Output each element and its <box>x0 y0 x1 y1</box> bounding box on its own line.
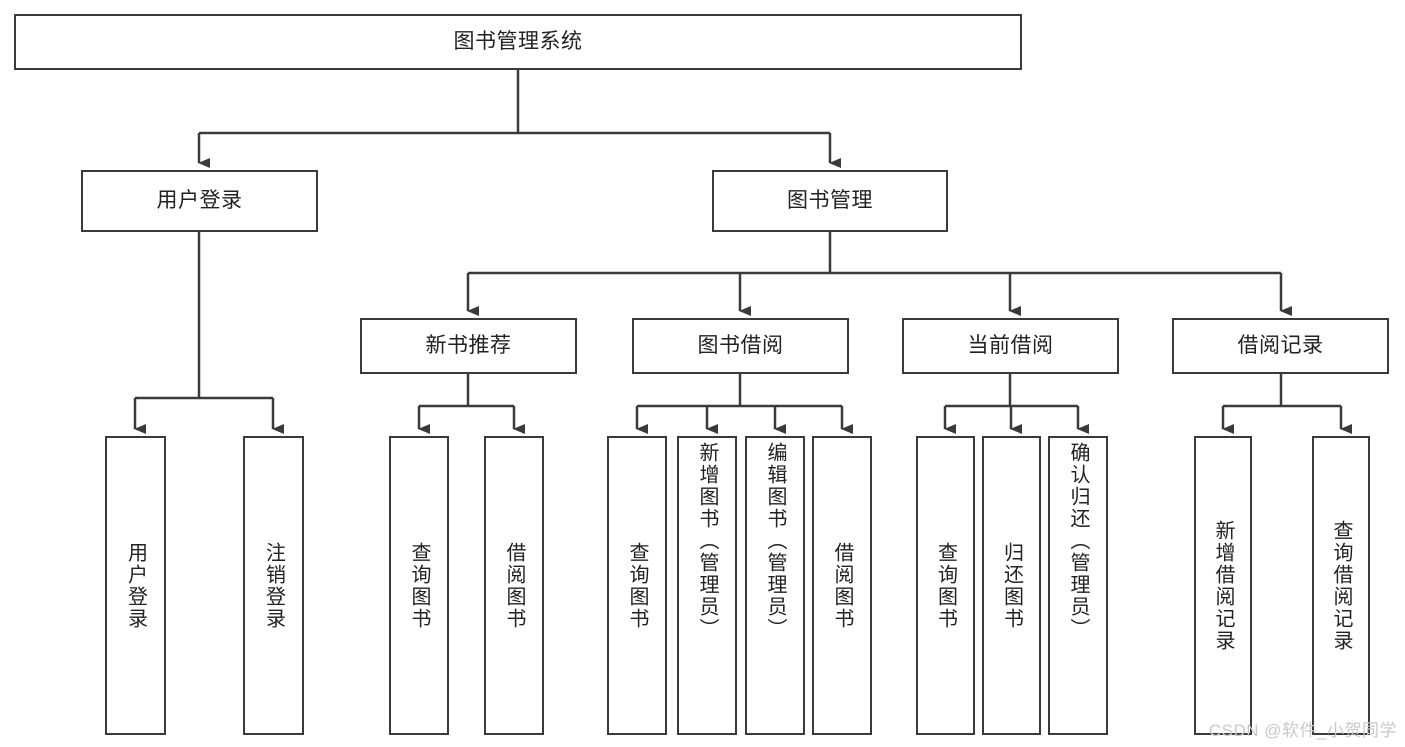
leaf-book-borrow-4-label: 借阅图书 <box>831 541 853 630</box>
leaf-new-book-2[interactable]: 借阅图书 <box>484 436 544 735</box>
leaf-borrow-record-1-label: 新增借阅记录 <box>1212 519 1234 652</box>
leaf-book-borrow-1-label: 查询图书 <box>626 541 648 630</box>
node-current-borrow-label: 当前借阅 <box>967 333 1054 357</box>
leaf-borrow-record-1[interactable]: 新增借阅记录 <box>1194 436 1252 735</box>
node-root[interactable]: 图书管理系统 <box>14 14 1022 70</box>
leaf-borrow-record-2-label: 查询借阅记录 <box>1330 519 1352 652</box>
leaf-user-login-1-label: 用户登录 <box>124 541 147 630</box>
node-book-borrow[interactable]: 图书借阅 <box>632 318 849 374</box>
leaf-current-borrow-2-label: 归还图书 <box>1000 541 1023 630</box>
node-book-manage-label: 图书管理 <box>787 188 873 212</box>
node-new-book-recommend[interactable]: 新书推荐 <box>360 318 577 374</box>
node-root-label: 图书管理系统 <box>453 29 583 53</box>
leaf-new-book-1-label: 查询图书 <box>408 541 430 630</box>
leaf-book-borrow-2[interactable]: 新增图书（管理员） <box>677 436 737 735</box>
node-user-login-label: 用户登录 <box>156 188 243 212</box>
leaf-book-borrow-3[interactable]: 编辑图书（管理员） <box>745 436 805 735</box>
leaf-new-book-2-label: 借阅图书 <box>503 541 525 630</box>
leaf-user-login-2-label: 注销登录 <box>262 541 285 630</box>
node-user-login[interactable]: 用户登录 <box>81 170 318 232</box>
leaf-book-borrow-3-label: 编辑图书（管理员） <box>764 442 786 640</box>
node-book-borrow-label: 图书借阅 <box>697 333 784 357</box>
leaf-borrow-record-2[interactable]: 查询借阅记录 <box>1312 436 1370 735</box>
node-new-book-recommend-label: 新书推荐 <box>425 333 512 357</box>
leaf-user-login-2[interactable]: 注销登录 <box>243 436 304 735</box>
leaf-current-borrow-1-label: 查询图书 <box>934 541 957 630</box>
leaf-current-borrow-3-label: 确认归还（管理员） <box>1067 442 1089 640</box>
watermark-text: CSDN @软件_小贺同学 <box>1208 721 1397 740</box>
leaf-current-borrow-1[interactable]: 查询图书 <box>916 436 975 735</box>
leaf-current-borrow-3[interactable]: 确认归还（管理员） <box>1048 436 1108 735</box>
leaf-current-borrow-2[interactable]: 归还图书 <box>982 436 1041 735</box>
leaf-user-login-1[interactable]: 用户登录 <box>105 436 166 735</box>
leaf-book-borrow-1[interactable]: 查询图书 <box>607 436 667 735</box>
leaf-book-borrow-4[interactable]: 借阅图书 <box>812 436 872 735</box>
node-book-manage[interactable]: 图书管理 <box>712 170 948 232</box>
node-current-borrow[interactable]: 当前借阅 <box>902 318 1119 374</box>
node-borrow-record[interactable]: 借阅记录 <box>1172 318 1389 374</box>
node-borrow-record-label: 借阅记录 <box>1237 333 1324 357</box>
leaf-book-borrow-2-label: 新增图书（管理员） <box>696 442 718 640</box>
leaf-new-book-1[interactable]: 查询图书 <box>389 436 449 735</box>
